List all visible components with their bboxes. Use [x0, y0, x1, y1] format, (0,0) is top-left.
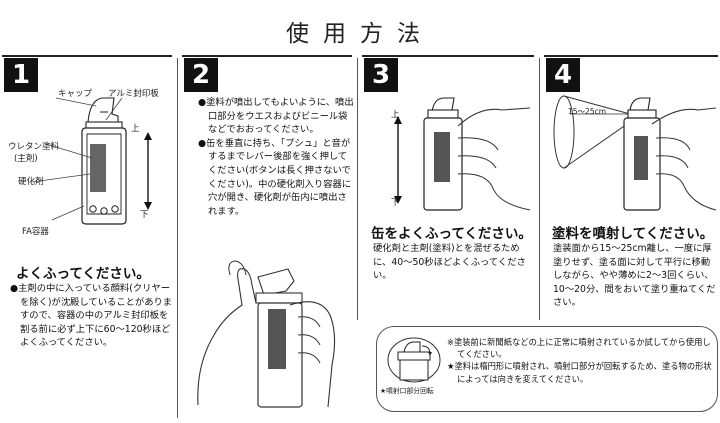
section-4-rule [544, 55, 718, 57]
step-1-can-illustration [31, 97, 152, 225]
down-label-1: 下 [140, 210, 149, 220]
step-2-bullet-2: ●缶を垂直に持ち、「プシュ」と音がするまでレバー後部を強く押してください(ボタン… [198, 137, 352, 217]
step-3-badge: 3 [364, 58, 398, 92]
step-4-badge: 4 [546, 58, 580, 92]
step-1-text: ●主剤の中に入っている顔料(クリヤーを除く)が沈殿していることがありますので、容… [10, 282, 175, 350]
step-4-text: 塗装面から15〜25cm離し、一度に厚塗りせず、塗る面に対して平行に移動しながら… [553, 242, 719, 310]
divider-3 [539, 58, 540, 320]
note-line-2: ★塗料は楕円形に噴射され、噴射口部分が回転するため、塗る物の形状によっては向きを… [447, 361, 712, 384]
step-2-badge: 2 [184, 58, 218, 92]
divider-1 [177, 58, 178, 418]
step-1-bullet: ●主剤の中に入っている顔料(クリヤーを除く)が沈殿していることがありますので、容… [10, 283, 173, 349]
nozzle-caption: ★噴射口部分回転 [380, 387, 434, 395]
section-1-rule [2, 55, 172, 57]
step-3-heading: 缶をよくふってください。 [371, 226, 532, 242]
step-3-hand-can-illustration [394, 97, 531, 211]
cap-label: キャップ [58, 89, 93, 99]
page-title: 使用方法 [286, 21, 434, 47]
up-label-3: 上 [391, 110, 400, 120]
seal-label: アルミ封印板 [108, 89, 159, 99]
note-line-1: ※塗装前に新聞紙などの上に正常に噴射されているか試してから使用してください。 [447, 337, 711, 360]
step-2-text: ●塗料が噴出してもよいように、噴出口部分をウエスおよびビニール袋などでおおってく… [198, 96, 356, 218]
step-2-bullet-1: ●塗料が噴出してもよいように、噴出口部分をウエスおよびビニール袋などでおおってく… [198, 97, 354, 136]
step-2-hand-illustration [197, 260, 336, 408]
step-4-paragraph: 塗装面から15〜25cm離し、一度に厚塗りせず、塗る面に対して平行に移動しながら… [553, 243, 716, 309]
step-3-text: 硬化剤と主剤(塗料)とを混ぜるために、40〜50秒ほどよくふってください。 [373, 242, 535, 283]
up-label-1: 上 [131, 124, 140, 134]
step-4-spray-illustration [553, 95, 717, 211]
hardener-label: 硬化剤 [18, 177, 44, 187]
section-2-rule [182, 55, 352, 57]
main-agent-label: (主剤) [14, 154, 38, 164]
step-3-paragraph: 硬化剤と主剤(塗料)とを混ぜるために、40〜50秒ほどよくふってください。 [373, 243, 526, 282]
distance-label: 15〜25cm [568, 107, 607, 116]
step-1-badge: 1 [4, 58, 38, 92]
fa-container-label: FA容器 [22, 227, 49, 237]
step-1-heading: よくふってください。 [16, 266, 150, 282]
note-text: ※塗装前に新聞紙などの上に正常に噴射されているか試してから使用してください。 ★… [447, 336, 713, 385]
urethane-label: ウレタン塗料 [8, 142, 60, 152]
section-3-rule [362, 55, 534, 57]
rotating-nozzle-icon [387, 337, 441, 383]
divider-2 [357, 58, 358, 320]
down-label-3: 下 [391, 198, 400, 208]
step-4-heading: 塗料を噴射してください。 [552, 226, 714, 242]
note-box [376, 326, 718, 412]
